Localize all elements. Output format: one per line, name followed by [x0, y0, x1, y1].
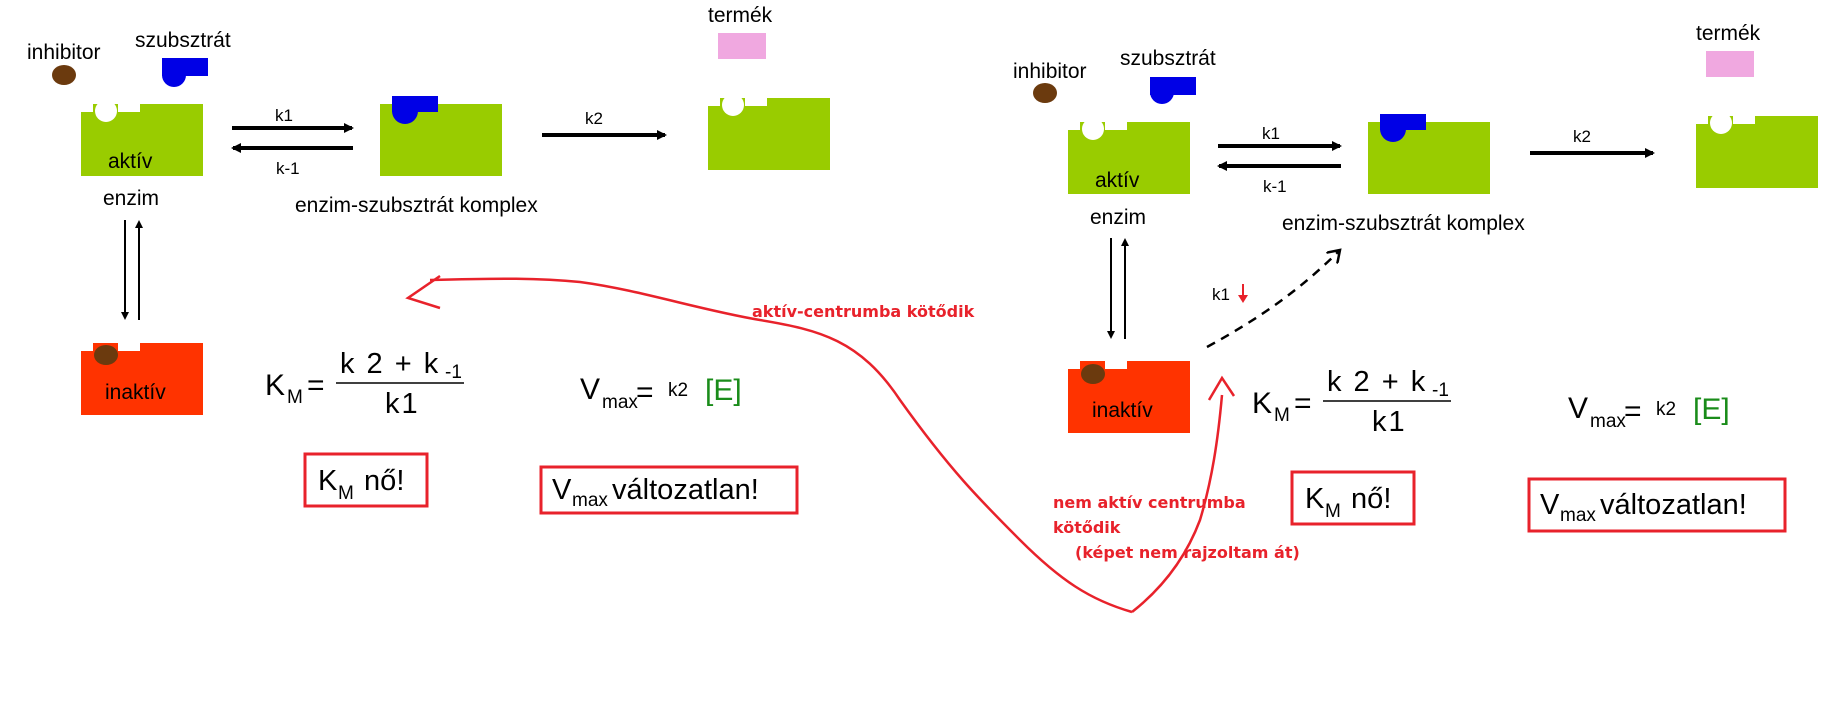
annotation-non-active-1: nem aktív centrumba	[1053, 493, 1246, 512]
substrate-icon	[1150, 77, 1196, 104]
free-enzyme-icon	[1696, 112, 1818, 188]
annotation-non-active-3: (képet nem rajzoltam át)	[1075, 543, 1300, 562]
es-complex-icon	[380, 96, 502, 176]
km-symbol: K	[265, 369, 285, 402]
active-enzyme-icon	[1068, 118, 1190, 194]
vmax-k2: k2	[668, 380, 688, 401]
km-result-text: K M nő!	[318, 465, 404, 504]
km-result-box	[1290, 470, 1416, 526]
substrate-icon	[162, 58, 208, 87]
down-red-arrow-icon	[1238, 284, 1248, 303]
k1-label: k1	[1262, 124, 1280, 143]
km-numerator-sub: -1	[1432, 380, 1449, 401]
red-curve-to-left	[429, 277, 1133, 614]
inhibitor-molecule-icon	[52, 65, 76, 85]
product-icon	[1706, 51, 1754, 77]
annotation-non-active-2: kötődik	[1053, 518, 1121, 537]
vmax-enzyme-conc: [E]	[705, 374, 742, 407]
vmax-symbol: V	[580, 373, 600, 406]
enzyme-label: enzim	[1090, 206, 1146, 229]
product-label: termék	[1696, 22, 1761, 45]
svg-text:változatlan!: változatlan!	[1592, 489, 1747, 521]
svg-text:nő!: nő!	[1343, 483, 1391, 515]
km-equals: =	[1294, 387, 1312, 420]
complex-label: enzim-szubsztrát komplex	[295, 194, 538, 217]
km-equals: =	[307, 369, 325, 402]
vmax-result-text: V max változatlan!	[552, 474, 759, 511]
active-enzyme-icon	[81, 100, 203, 176]
vmax-formula: V max = k2 [E]	[1568, 392, 1730, 432]
svg-text:nő!: nő!	[356, 465, 404, 497]
km1-label: k-1	[276, 159, 300, 178]
km-denominator: k1	[1372, 406, 1407, 438]
vmax-subscript: max	[1590, 411, 1626, 432]
km-subscript: M	[1274, 405, 1290, 426]
right-panel: inhibitor szubsztrát aktív enzim k1 k-1 …	[1013, 22, 1818, 533]
km-formula: K M = k 2 + k -1 k1	[265, 348, 464, 420]
free-enzyme-icon	[708, 94, 830, 170]
km-result-box	[303, 452, 429, 508]
svg-text:max: max	[1560, 505, 1596, 526]
handwritten-annotations: aktív-centrumba kötődik nem aktív centru…	[405, 274, 1300, 614]
active-label: aktív	[1095, 169, 1140, 192]
inactive-enzyme-icon	[1068, 361, 1190, 433]
vmax-enzyme-conc: [E]	[1693, 393, 1730, 426]
svg-text:változatlan!: változatlan!	[604, 474, 759, 506]
inhibitor-label: inhibitor	[27, 41, 101, 64]
inactive-label: inaktív	[105, 381, 166, 404]
km-symbol: K	[1252, 387, 1272, 420]
k1-decrease-label: k1	[1212, 285, 1230, 304]
vmax-equals: =	[636, 376, 654, 409]
km-formula: K M = k 2 + k -1 k1	[1252, 366, 1451, 438]
vmax-equals: =	[1624, 395, 1642, 428]
vmax-formula: V max = k2 [E]	[580, 373, 742, 413]
vmax-result-text: V max változatlan!	[1540, 489, 1747, 526]
complex-label: enzim-szubsztrát komplex	[1282, 212, 1525, 235]
inhibitor-label: inhibitor	[1013, 60, 1087, 83]
svg-text:max: max	[572, 490, 608, 511]
km-denominator: k1	[385, 388, 420, 420]
red-curve-to-right	[1131, 394, 1224, 613]
inhibitor-molecule-icon	[1033, 83, 1057, 103]
svg-text:V: V	[1540, 489, 1560, 521]
red-arrowhead-left-icon	[405, 274, 441, 310]
km-subscript: M	[287, 387, 303, 408]
svg-text:M: M	[1325, 501, 1341, 522]
vmax-k2: k2	[1656, 399, 1676, 420]
svg-text:V: V	[552, 474, 572, 506]
vmax-subscript: max	[602, 392, 638, 413]
km-numerator: k 2 + k	[1327, 366, 1427, 398]
vmax-result-box	[1527, 477, 1787, 533]
dashed-binding-arrow	[1206, 250, 1340, 349]
svg-text:K: K	[1305, 483, 1325, 515]
red-arrowhead-right-icon	[1207, 375, 1236, 401]
es-complex-icon	[1368, 114, 1490, 194]
km-numerator: k 2 + k	[340, 348, 440, 380]
svg-text:K: K	[318, 465, 338, 497]
km-result-text: K M nő!	[1305, 483, 1391, 522]
product-icon	[718, 33, 766, 59]
k2-label: k2	[1573, 127, 1591, 146]
substrate-label: szubsztrát	[1120, 47, 1216, 70]
left-panel: inhibitor szubsztrát aktív enzim k1 k-1 …	[27, 4, 830, 515]
vmax-result-box	[539, 465, 799, 515]
k1-label: k1	[275, 106, 293, 125]
substrate-label: szubsztrát	[135, 29, 231, 52]
inactive-enzyme-icon	[81, 343, 203, 415]
annotation-active-site: aktív-centrumba kötődik	[752, 302, 975, 321]
active-label: aktív	[108, 150, 153, 173]
k2-label: k2	[585, 109, 603, 128]
km1-label: k-1	[1263, 177, 1287, 196]
enzyme-label: enzim	[103, 187, 159, 210]
svg-text:M: M	[338, 483, 354, 504]
vmax-symbol: V	[1568, 392, 1588, 425]
inactive-label: inaktív	[1092, 399, 1153, 422]
product-label: termék	[708, 4, 773, 27]
km-numerator-sub: -1	[445, 362, 462, 383]
